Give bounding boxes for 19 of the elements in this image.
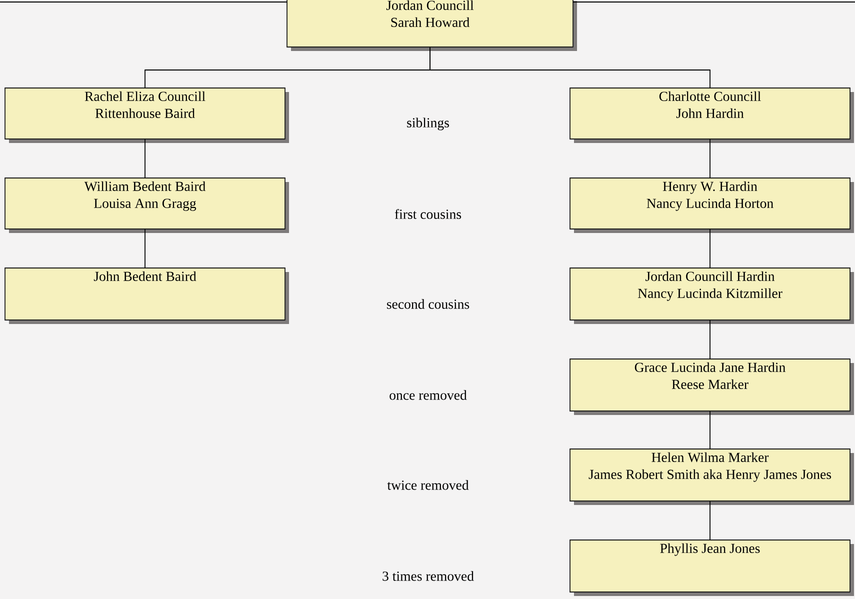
person-box: William Bedent Baird Louisa Ann Gragg — [4, 178, 289, 233]
person-box: Henry W. Hardin Nancy Lucinda Horton — [570, 178, 854, 233]
relation-label: siblings — [407, 118, 449, 130]
relation-label: second cousins — [386, 299, 470, 309]
person-box: Grace Lucinda Jane Hardin Reese Marker — [570, 358, 854, 415]
relation-label: once removed — [390, 390, 467, 400]
tree-line — [144, 138, 146, 178]
person-box: Rachel Eliza Councill Rittenhouse Baird — [4, 88, 289, 143]
relation-label: twice removed — [387, 480, 469, 490]
person-box: Helen Wilma Marker James Robert Smith aka Henry James Jones — [570, 448, 854, 505]
tree-line — [144, 228, 146, 268]
person-box: Jordan Councill Sarah Howard — [286, 0, 577, 51]
person-box: Charlotte Councill John Hardin — [570, 88, 854, 143]
person-box: John Bedent Baird — [4, 268, 289, 324]
relation-label: first cousins — [394, 209, 462, 219]
tree-line — [430, 46, 710, 88]
person-box: Phyllis Jean Jones — [570, 540, 854, 596]
relation-label: 3 times removed — [382, 571, 474, 581]
person-box: Jordan Councill Hardin Nancy Lucinda Kitzmiller — [570, 268, 854, 324]
